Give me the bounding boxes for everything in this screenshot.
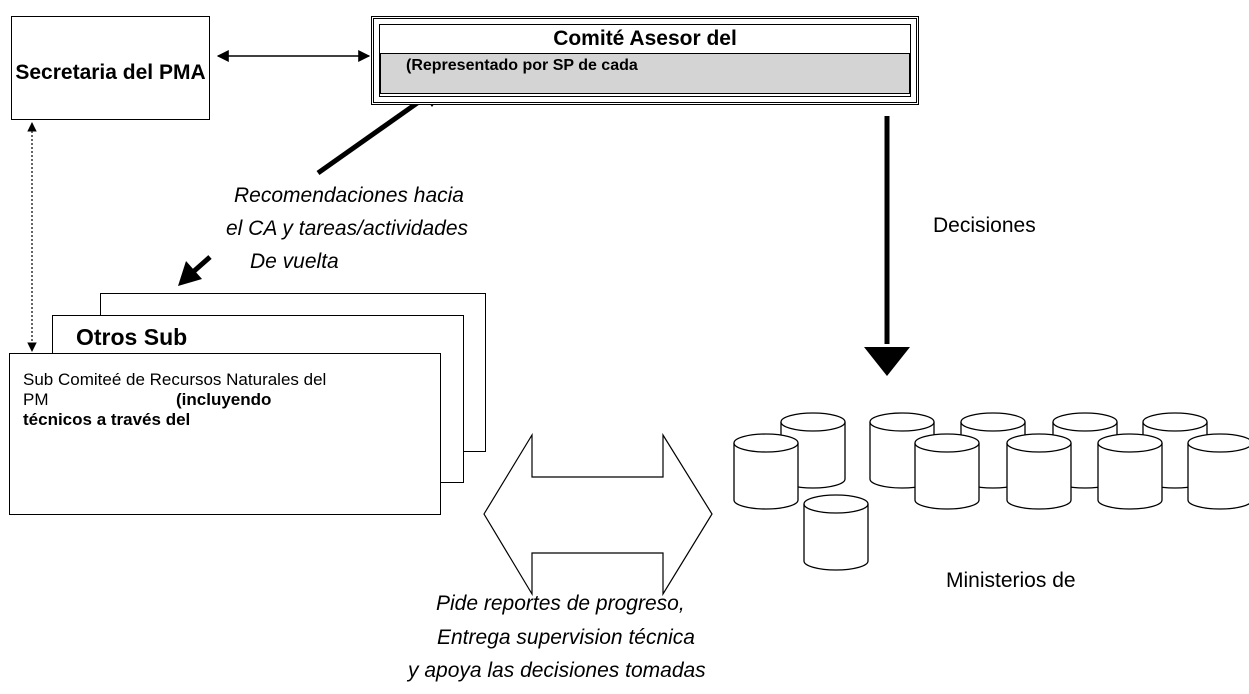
- sub-comite-line2-prefix: PM: [23, 390, 49, 409]
- ministerio-cylinder: [1097, 433, 1163, 510]
- recomendaciones-line3: De vuelta: [250, 250, 339, 273]
- sub-comite-line2-bold: (incluyendo: [176, 390, 272, 409]
- double-arrow-hollow: [483, 432, 713, 597]
- decisiones-label: Decisiones: [933, 214, 1036, 237]
- ministerio-cylinder: [914, 433, 980, 510]
- ministerio-cylinder: [1187, 433, 1249, 510]
- secretaria-label: Secretaria del PMA: [15, 61, 206, 84]
- ministerios-label: Ministerios de: [946, 569, 1076, 592]
- comite-asesor-subtitle: (Representado por SP de cada: [406, 57, 638, 74]
- secretaria-box: [11, 16, 210, 120]
- comite-asesor-band: [380, 53, 910, 94]
- comite-asesor-box: [371, 16, 919, 105]
- ministerio-cylinder: [803, 494, 869, 571]
- pide-reportes-line1: Pide reportes de progreso,: [436, 592, 685, 615]
- recomendaciones-line1: Recomendaciones hacia: [234, 184, 464, 207]
- comite-asesor-title: Comité Asesor del: [553, 27, 737, 50]
- decisiones-arrow: [862, 116, 912, 376]
- sub-comite-line3: técnicos a través del: [23, 410, 191, 429]
- ministerio-cylinder: [733, 433, 799, 510]
- sub-comite-line1: Sub Comiteé de Recursos Naturales del: [23, 370, 327, 389]
- pide-reportes-line2: Entrega supervision técnica: [437, 626, 695, 649]
- pide-reportes-line3: y apoya las decisiones tomadas: [408, 659, 706, 682]
- ministerios-cylinders: [733, 412, 1249, 571]
- comite-asesor-inner-frame: [379, 24, 911, 97]
- recomendaciones-line2: el CA y tareas/actividades: [226, 217, 469, 240]
- otros-sub-label: Otros Sub: [76, 324, 188, 350]
- recomendaciones-arrow-down: [178, 255, 212, 286]
- ministerio-cylinder: [1006, 433, 1072, 510]
- sub-comite-card: [9, 353, 441, 515]
